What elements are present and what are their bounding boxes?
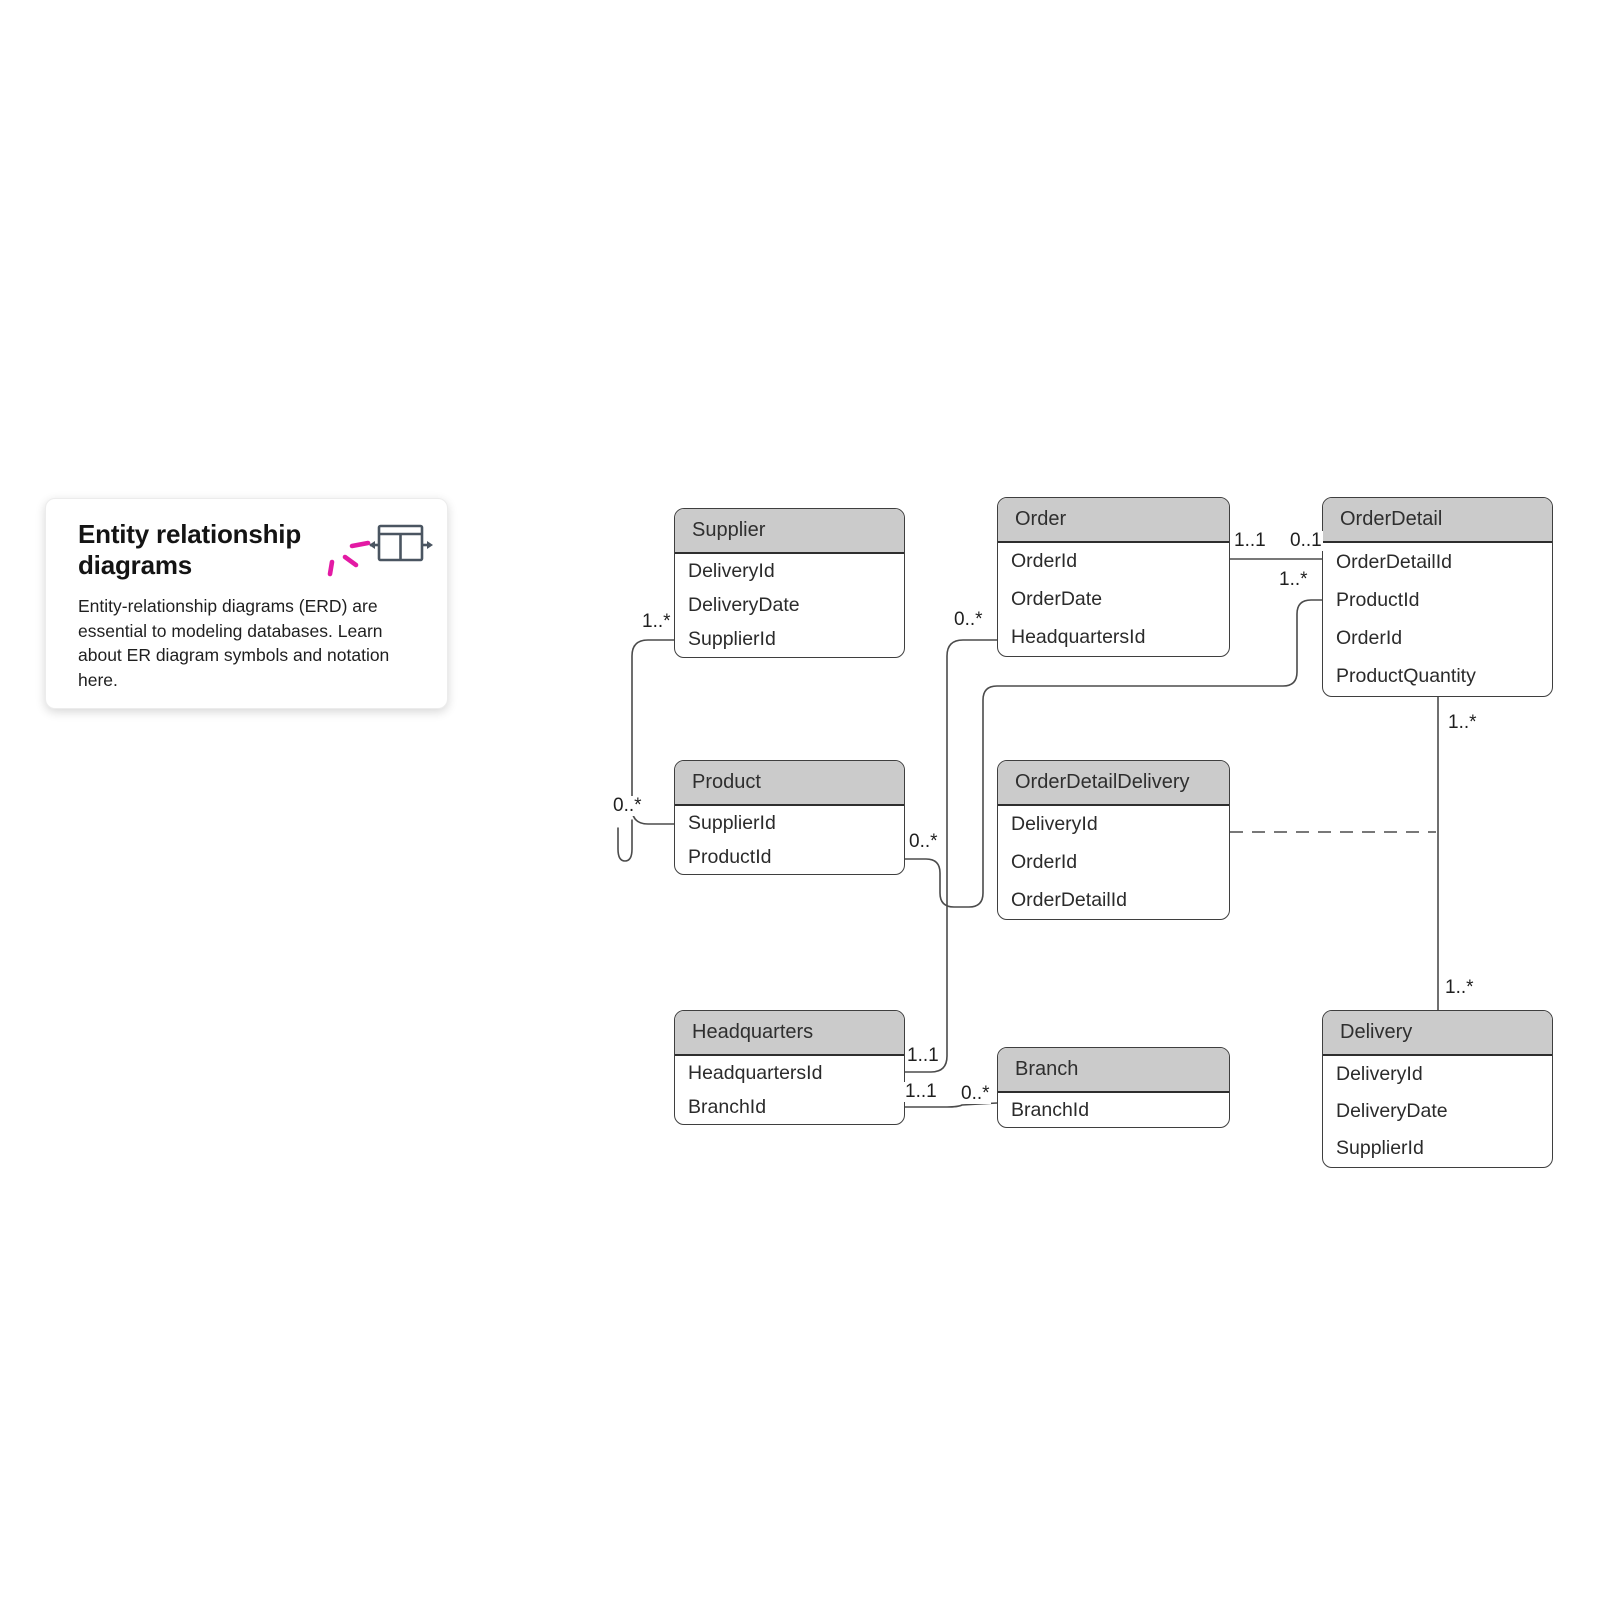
entity-field[interactable]: DeliveryId (1336, 1063, 1423, 1085)
entity-supplier-header[interactable]: Supplier (675, 509, 904, 554)
cardinality-label[interactable]: 0..1 (1289, 530, 1323, 551)
entity-field[interactable]: DeliveryDate (688, 593, 800, 616)
entity-orderdetail[interactable]: OrderDetail OrderDetailId ProductId Orde… (1322, 497, 1553, 697)
entity-field[interactable]: HeadquartersId (688, 1061, 823, 1084)
entity-delivery-header[interactable]: Delivery (1323, 1011, 1552, 1056)
entity-field[interactable]: OrderDetailId (1011, 888, 1127, 911)
card-description: Entity-relationship diagrams (ERD) are e… (78, 596, 390, 690)
entity-supplier[interactable]: Supplier DeliveryId DeliveryDate Supplie… (674, 508, 905, 658)
cardinality-label[interactable]: 0..* (960, 1083, 991, 1104)
cardinality-label[interactable]: 1..1 (906, 1045, 940, 1066)
connector-headquarters-branch[interactable] (905, 1102, 998, 1108)
entity-headquarters-header[interactable]: Headquarters (675, 1011, 904, 1056)
entity-order-header[interactable]: Order (998, 498, 1229, 543)
entity-field[interactable]: BranchId (688, 1095, 767, 1118)
entity-delivery-fields: DeliveryId DeliveryDate SupplierId (1323, 1056, 1552, 1167)
entity-branch-header[interactable]: Branch (998, 1048, 1229, 1093)
entity-supplier-fields: DeliveryId DeliveryDate SupplierId (675, 554, 904, 657)
entity-delivery[interactable]: Delivery DeliveryId DeliveryDate Supplie… (1322, 1010, 1553, 1168)
card-title: Entity relationship diagrams (78, 519, 419, 581)
entity-field[interactable]: BranchId (1011, 1098, 1090, 1121)
entity-field[interactable]: ProductId (1336, 588, 1420, 611)
entity-branch[interactable]: Branch BranchId (997, 1047, 1230, 1128)
entity-product-fields: SupplierId ProductId (675, 806, 904, 874)
entity-headquarters[interactable]: Headquarters HeadquartersId BranchId (674, 1010, 905, 1125)
entity-headquarters-fields: HeadquartersId BranchId (675, 1056, 904, 1124)
cardinality-label[interactable]: 0..* (908, 831, 939, 852)
entity-field[interactable]: SupplierId (688, 811, 776, 834)
cardinality-label[interactable]: 0..* (612, 795, 643, 816)
entity-branch-fields: BranchId (998, 1093, 1229, 1127)
entity-orderdetail-header[interactable]: OrderDetail (1323, 498, 1552, 543)
entity-order-fields: OrderId OrderDate HeadquartersId (998, 543, 1229, 656)
cardinality-label[interactable]: 1..* (1444, 977, 1475, 998)
entity-orderdetaildelivery-fields: DeliveryId OrderId OrderDetailId (998, 806, 1229, 919)
entity-field[interactable]: SupplierId (688, 628, 776, 651)
entity-field[interactable]: DeliveryId (688, 559, 775, 582)
cardinality-label[interactable]: 1..* (641, 611, 672, 632)
entity-field[interactable]: SupplierId (1336, 1137, 1424, 1159)
info-card[interactable]: Entity relationship diagrams Entity-rela… (45, 498, 448, 709)
cardinality-label[interactable]: 1..1 (904, 1081, 938, 1102)
cardinality-label[interactable]: 0..* (953, 609, 984, 630)
cardinality-label[interactable]: 1..1 (1233, 530, 1267, 551)
cardinality-label[interactable]: 1..* (1447, 712, 1478, 733)
erd-entity-icon (369, 524, 433, 562)
entity-field[interactable]: OrderId (1336, 627, 1403, 650)
connector-order-headquarters[interactable] (905, 639, 997, 1073)
entity-orderdetaildelivery[interactable]: OrderDetailDelivery DeliveryId OrderId O… (997, 760, 1230, 920)
entity-orderdetaildelivery-header[interactable]: OrderDetailDelivery (998, 761, 1229, 806)
connector-supplier-product-hook (617, 819, 633, 862)
card-title-line2: diagrams (78, 550, 193, 580)
connector-product-orderdetail[interactable] (905, 599, 1322, 908)
entity-order[interactable]: Order OrderId OrderDate HeadquartersId (997, 497, 1230, 657)
entity-field[interactable]: DeliveryId (1011, 813, 1098, 836)
entity-product-header[interactable]: Product (675, 761, 904, 806)
entity-field[interactable]: DeliveryDate (1336, 1100, 1448, 1122)
entity-field[interactable]: OrderDate (1011, 588, 1103, 610)
entity-product[interactable]: Product SupplierId ProductId (674, 760, 905, 875)
entity-field[interactable]: HeadquartersId (1011, 625, 1146, 648)
entity-field[interactable]: OrderDetailId (1336, 550, 1452, 573)
entity-field[interactable]: OrderId (1011, 851, 1078, 873)
entity-orderdetail-fields: OrderDetailId ProductId OrderId ProductQ… (1323, 543, 1552, 696)
entity-field[interactable]: ProductId (688, 845, 772, 868)
connector-supplier-product[interactable] (631, 639, 674, 825)
card-title-line1: Entity relationship (78, 519, 302, 549)
entity-field[interactable]: OrderId (1011, 550, 1078, 573)
cardinality-label[interactable]: 1..* (1278, 569, 1309, 590)
entity-field[interactable]: ProductQuantity (1336, 665, 1476, 688)
